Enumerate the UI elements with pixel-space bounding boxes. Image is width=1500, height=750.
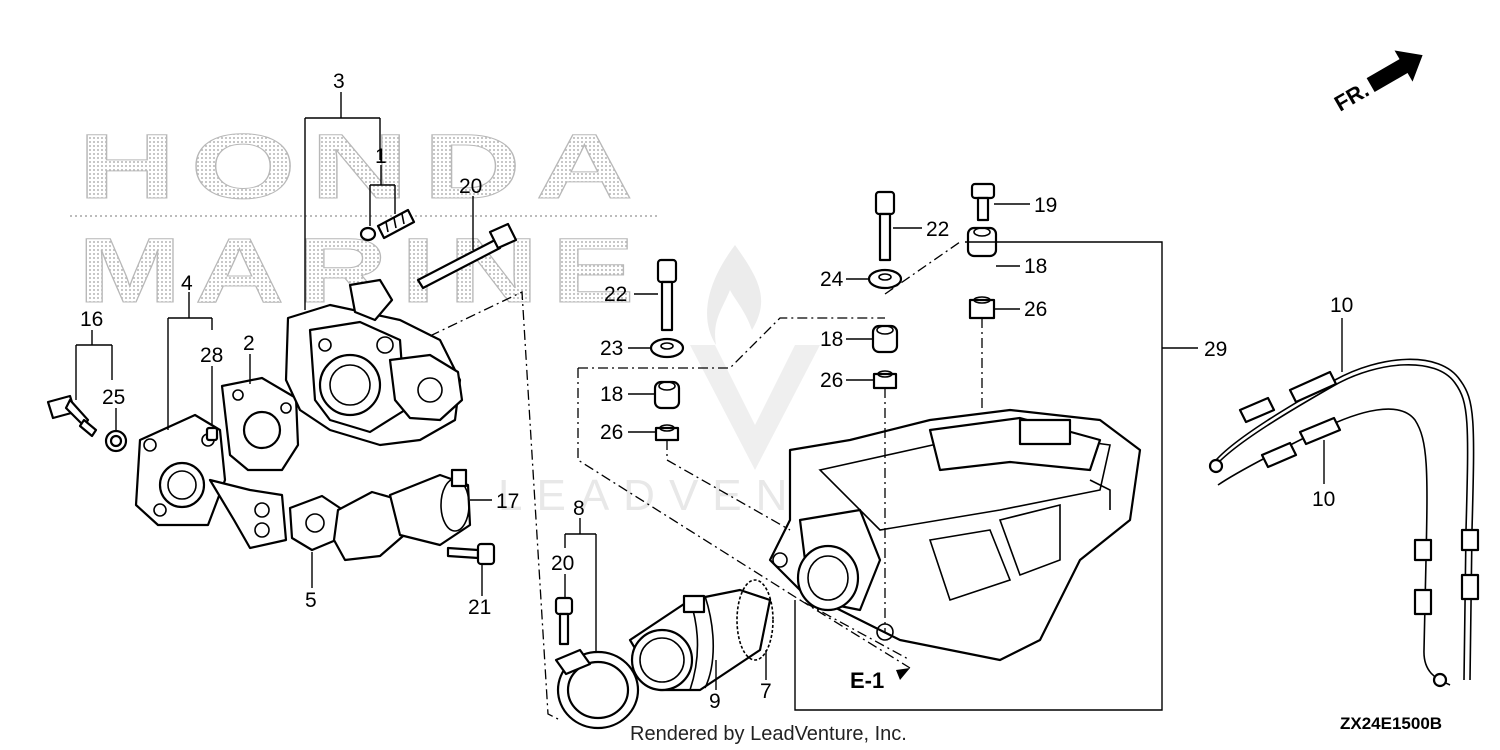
callout-9: 9 xyxy=(709,690,721,713)
diagram-code: ZX24E1500B xyxy=(1340,714,1442,733)
callout-25: 25 xyxy=(102,386,125,409)
callout-29: 29 xyxy=(1204,338,1227,361)
callout-26-right: 26 xyxy=(1024,298,1047,321)
callout-1: 1 xyxy=(375,145,387,168)
part-28-pin xyxy=(205,426,219,442)
hardware-stack-left xyxy=(649,258,685,442)
callout-17: 17 xyxy=(496,490,519,513)
callout-22-left: 22 xyxy=(604,283,627,306)
callout-28: 28 xyxy=(200,344,223,367)
part-5-gasket xyxy=(288,494,342,552)
part-25-washer xyxy=(104,429,128,453)
callout-7: 7 xyxy=(760,680,772,703)
part-8-band xyxy=(554,648,640,730)
callout-4: 4 xyxy=(181,272,193,295)
callout-23: 20 xyxy=(459,175,482,198)
callout-19: 19 xyxy=(1034,194,1057,217)
part-3-throttle-body xyxy=(284,278,464,447)
rendered-by-footer: Rendered by LeadVenture, Inc. xyxy=(630,723,907,745)
assembly-lines xyxy=(429,241,983,721)
part-20-bolt xyxy=(554,596,574,646)
callout-18-middle: 18 xyxy=(820,328,843,351)
callout-26-middle: 26 xyxy=(820,369,843,392)
part-2-gasket xyxy=(220,376,300,472)
callout-20: 20 xyxy=(551,552,574,575)
callout-labels: 3 1 20 4 2 28 16 25 17 5 21 8 20 9 7 22 … xyxy=(80,70,1353,713)
callout-10-bottom: 10 xyxy=(1312,488,1335,511)
callout-24-left: 23 xyxy=(600,337,623,360)
callout-2: 2 xyxy=(243,332,255,355)
callout-5: 5 xyxy=(305,589,317,612)
callout-26-left: 26 xyxy=(600,421,623,444)
callout-18-left: 18 xyxy=(600,383,623,406)
hardware-stack-right xyxy=(966,182,998,320)
part-9-intake-tube xyxy=(628,588,772,692)
hardware-stack-middle xyxy=(867,190,903,390)
fr-label: FR. xyxy=(1330,77,1373,116)
part-7-ring xyxy=(736,579,774,661)
callout-3: 3 xyxy=(333,70,345,93)
part-21-bolt xyxy=(446,542,496,566)
callout-21: 21 xyxy=(468,596,491,619)
callout-8: 8 xyxy=(573,497,585,520)
callout-16: 16 xyxy=(80,308,103,331)
part-4-adapter xyxy=(134,413,288,550)
part-29-air-silencer xyxy=(768,408,1142,662)
callout-10-top: 10 xyxy=(1330,294,1353,317)
part-16-sensor xyxy=(46,394,98,438)
leader-lines xyxy=(75,92,1343,711)
part-17-idle-valve xyxy=(332,468,472,562)
part-10-cables xyxy=(1208,358,1480,688)
front-direction-arrow: FR. xyxy=(1330,50,1423,116)
callout-18-right: 18 xyxy=(1024,255,1047,278)
reference-e1-label: E-1 xyxy=(850,668,884,693)
callout-22-middle: 22 xyxy=(926,218,949,241)
watermark-honda: HONDA xyxy=(78,116,648,218)
callout-24-middle: 24 xyxy=(820,268,844,291)
part-1-screw xyxy=(359,208,416,242)
part-23-bolt xyxy=(416,222,518,290)
